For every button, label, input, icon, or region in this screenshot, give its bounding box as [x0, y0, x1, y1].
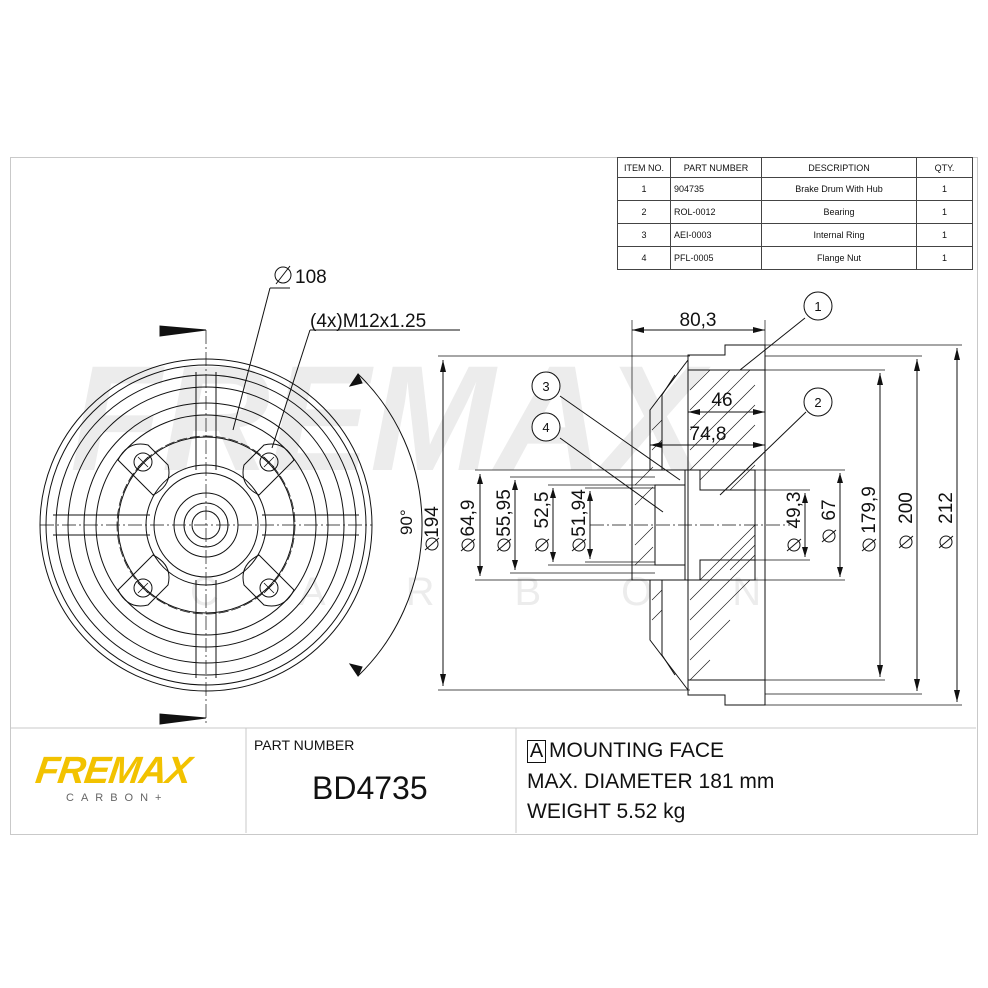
- cell-description: Brake Drum With Hub: [761, 177, 917, 201]
- parts-table-header: ITEM NO. PART NUMBER DESCRIPTION QTY.: [617, 157, 973, 178]
- cell-qty: 1: [916, 246, 973, 270]
- mounting-marker: A: [527, 740, 546, 763]
- dim-67: 67: [819, 499, 840, 520]
- brand-name: FREMAX: [33, 750, 194, 792]
- dim-49-3: 49,3: [784, 492, 805, 529]
- cell-part-number: PFL-0005: [670, 246, 762, 270]
- dim-64-9: 64,9: [458, 500, 479, 537]
- cell-description: Flange Nut: [761, 246, 917, 270]
- part-number-label: PART NUMBER: [254, 737, 355, 753]
- dims-left: 194 64,9 55,95 52,5 51,94: [422, 489, 590, 538]
- section-view: [438, 317, 962, 706]
- dim-52-5: 52,5: [532, 492, 553, 529]
- pcd-label: 108: [295, 267, 327, 288]
- table-row: 4 PFL-0005 Flange Nut 1: [617, 246, 973, 270]
- mounting-face-label: MOUNTING FACE: [549, 739, 725, 762]
- dim-51-94: 51,94: [569, 489, 590, 537]
- watermark-sub: CARBON: [190, 570, 841, 614]
- balloon-3: 3: [542, 379, 549, 394]
- dim-80-3: 80,3: [680, 310, 717, 331]
- dim-194: 194: [422, 506, 443, 538]
- header-part-number: PART NUMBER: [670, 157, 762, 178]
- cell-part-number: 904735: [670, 177, 762, 201]
- dim-74-8: 74,8: [690, 424, 727, 445]
- dim-200: 200: [896, 492, 917, 524]
- dim-46: 46: [711, 390, 732, 411]
- cell-part-number: ROL-0012: [670, 200, 762, 224]
- table-row: 1 904735 Brake Drum With Hub 1: [617, 177, 973, 201]
- balloon-2: 2: [814, 395, 821, 410]
- front-view: [39, 287, 460, 725]
- cell-item: 2: [617, 200, 671, 224]
- dim-55-95: 55,95: [494, 489, 515, 537]
- max-diameter: MAX. DIAMETER 181 mm: [527, 770, 775, 793]
- dims-right: 49,3 67 179,9 200 212: [784, 486, 957, 534]
- table-row: 3 AEI-0003 Internal Ring 1: [617, 223, 973, 247]
- cell-item: 3: [617, 223, 671, 247]
- dim-179-9: 179,9: [859, 486, 880, 534]
- cell-description: Bearing: [761, 200, 917, 224]
- cell-part-number: AEI-0003: [670, 223, 762, 247]
- cell-qty: 1: [916, 223, 973, 247]
- cell-description: Internal Ring: [761, 223, 917, 247]
- parts-table: ITEM NO. PART NUMBER DESCRIPTION QTY. 1 …: [617, 157, 973, 270]
- dim-212: 212: [936, 492, 957, 524]
- brand-logo: FREMAX CARBON+: [33, 750, 226, 804]
- cell-qty: 1: [916, 200, 973, 224]
- thread-label: (4x)M12x1.25: [310, 311, 426, 332]
- part-number-value: BD4735: [312, 770, 428, 806]
- header-item-no: ITEM NO.: [617, 157, 671, 178]
- table-row: 2 ROL-0012 Bearing 1: [617, 200, 973, 224]
- cell-qty: 1: [916, 177, 973, 201]
- drawing-frame: [10, 157, 978, 835]
- balloon-1: 1: [814, 299, 821, 314]
- angle-label: 90°: [397, 509, 416, 535]
- cell-item: 1: [617, 177, 671, 201]
- cell-item: 4: [617, 246, 671, 270]
- header-qty: QTY.: [916, 157, 973, 178]
- header-description: DESCRIPTION: [761, 157, 917, 178]
- brand-subtitle: CARBON+: [66, 792, 169, 804]
- weight: WEIGHT 5.52 kg: [527, 800, 686, 823]
- balloon-4: 4: [542, 420, 549, 435]
